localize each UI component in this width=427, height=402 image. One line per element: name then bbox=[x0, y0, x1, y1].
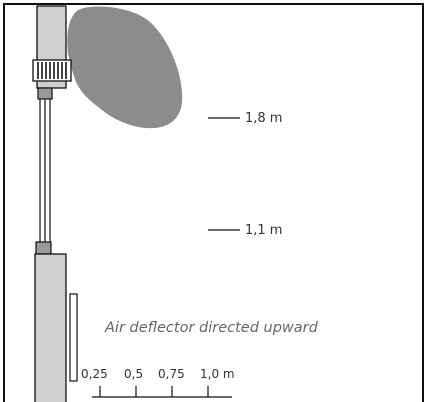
height-label-high: 1,8 m bbox=[245, 111, 282, 126]
scale-tick-label: 0,25 bbox=[81, 367, 108, 381]
height-label-low: 1,1 m bbox=[245, 223, 282, 238]
airflow-plume bbox=[67, 6, 183, 129]
height-marker-low: 1,1 m bbox=[208, 223, 282, 238]
upper-unit bbox=[32, 5, 72, 100]
connecting-pipes bbox=[39, 99, 51, 242]
lower-connector bbox=[35, 241, 52, 255]
scale-tick-label: 0,5 bbox=[124, 367, 143, 381]
diagram-caption: Air deflector directed upward bbox=[104, 320, 319, 336]
distance-scale: 0,25 0,5 0,75 1,0 m bbox=[81, 367, 235, 398]
height-marker-high: 1,8 m bbox=[208, 111, 282, 126]
scale-tick-label: 1,0 m bbox=[200, 367, 235, 381]
upper-connector bbox=[37, 87, 53, 100]
grille-bars bbox=[37, 62, 67, 79]
deflector-indicator bbox=[69, 293, 78, 382]
lower-unit-body bbox=[34, 253, 67, 402]
room-outline bbox=[3, 3, 424, 402]
scale-tick-label: 0,75 bbox=[158, 367, 185, 381]
lower-unit bbox=[34, 241, 67, 402]
